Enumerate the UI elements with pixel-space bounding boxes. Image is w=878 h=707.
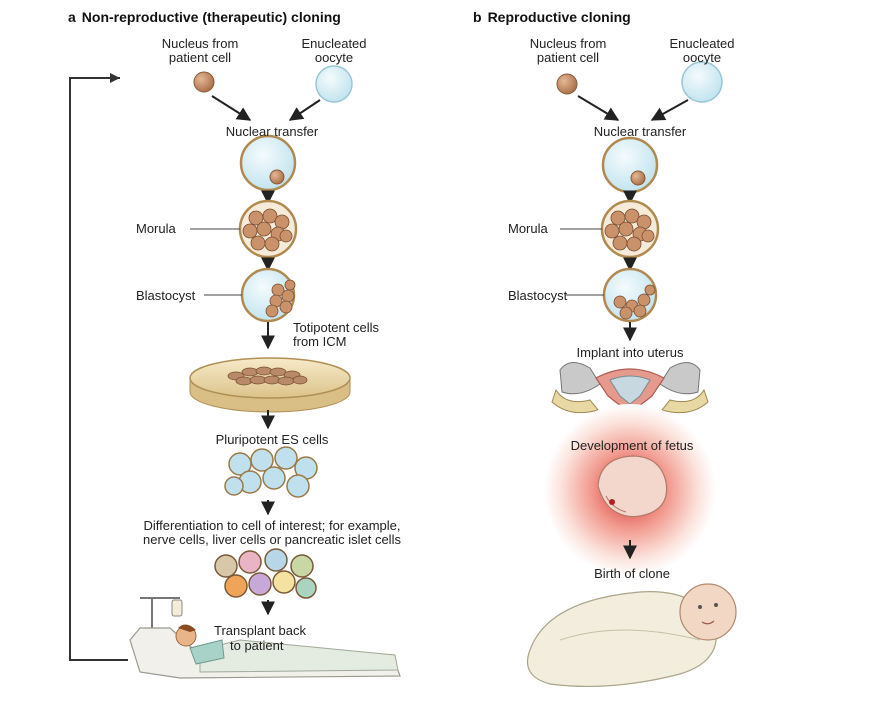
oocyte-label-a-1: Enucleated [301,36,367,51]
nucleus-cell [193,71,215,93]
panel-a-title: Non-reproductive (therapeutic) cloning [81,9,341,25]
nucleus-cell-b [556,73,578,95]
panel-b-header: b Reproductive cloning [473,10,631,25]
pluripotent-label: Pluripotent ES cells [215,432,329,447]
nucleus-label-b-2: patient cell [536,50,600,65]
oocyte-label-a-2: oocyte [314,50,354,65]
morula-label-b: Morula [508,221,548,236]
arrow-oocyte-to-transfer [288,99,321,121]
nuclear-transfer-label-a: Nuclear transfer [225,124,319,139]
blastocyst-label-a: Blastocyst [136,288,196,303]
nucleus-label-a-2: patient cell [168,50,232,65]
transplant-label-2: to patient [230,638,284,653]
uterus-illustration [551,362,709,419]
feedback-loop-line [69,77,128,661]
panel-a-letter: a [68,9,76,25]
oocyte-label-b-2: oocyte [682,50,722,65]
oocyte-label-b-1: Enucleated [669,36,735,51]
morula-label-a: Morula [136,221,176,236]
implant-label: Implant into uterus [576,345,684,360]
differentiated-cells [214,548,317,599]
panel-a-graphics [129,65,401,679]
transfer-cell [239,134,297,192]
nuclear-transfer-label-b: Nuclear transfer [593,124,687,139]
feedback-loop-arrowhead [110,73,120,83]
differentiation-label-2: nerve cells, liver cells or pancreatic i… [143,532,401,547]
totipotent-label-1: Totipotent cells [293,320,379,335]
panel-b-graphics [526,61,737,688]
totipotent-label-2: from ICM [293,334,347,349]
fetus-label: Development of fetus [570,438,694,453]
petri-dish [189,357,351,413]
panel-b-title: Reproductive cloning [487,9,631,25]
enucleated-oocyte [315,65,353,103]
blastocyst-label-b: Blastocyst [508,288,568,303]
nucleus-label-a-1: Nucleus from [161,36,239,51]
enucleated-oocyte-b [681,61,723,103]
es-cells-cluster [224,446,318,498]
panel-b-letter: b [473,9,482,25]
birth-label: Birth of clone [594,566,670,581]
patient-in-bed [129,597,401,679]
arrow-nucleus-to-transfer [211,95,252,121]
transfer-cell-b [601,136,659,194]
transplant-label-1: Transplant back [214,623,307,638]
fetus-illustration [544,404,716,576]
panel-a-header: a Non-reproductive (therapeutic) cloning [68,10,341,25]
baby-illustration [526,583,737,688]
nucleus-label-b-1: Nucleus from [529,36,607,51]
differentiation-label-1: Differentiation to cell of interest; for… [143,518,401,533]
